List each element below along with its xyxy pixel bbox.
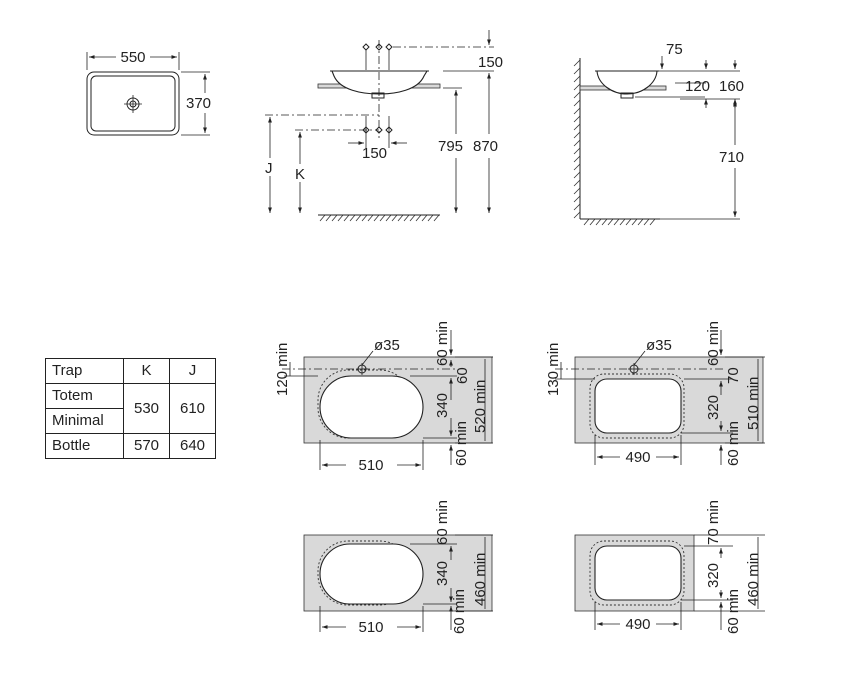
side-120-label: 120 <box>685 78 710 95</box>
cutout-b-width-label: 490 <box>625 449 650 466</box>
side-75-label: 75 <box>666 41 683 58</box>
trap-k: 570 <box>123 433 170 459</box>
cutout-a-60top-label: 60 min <box>434 321 451 366</box>
cutout-b-130-label: 130 min <box>545 343 562 396</box>
cutout-c-60top-label: 60 min <box>434 500 451 545</box>
top-view: 550 370 <box>86 49 211 136</box>
header-trap: Trap <box>45 358 124 384</box>
cutout-d-width-label: 490 <box>625 616 650 633</box>
table-row: Totem 530 610 <box>45 383 216 434</box>
front-k-label: K <box>295 166 305 183</box>
front-j-label: J <box>265 160 273 177</box>
cutout-b-70-label: 70 <box>725 367 742 384</box>
header-k: K <box>123 358 170 384</box>
table-row: Minimal <box>45 408 216 434</box>
cutout-c-460-label: 460 min <box>472 553 489 606</box>
cutout-c-340-label: 340 <box>434 561 451 586</box>
tap-marks-top <box>362 43 393 51</box>
trap-j: 610 <box>169 383 216 434</box>
cutout-c-60bot-label: 60 min <box>451 589 468 634</box>
cutout-b-60bot-label: 60 min <box>725 421 742 466</box>
basin-side <box>596 70 658 95</box>
basin-outline-outer <box>86 71 180 136</box>
table-header-row: Trap K J <box>45 358 216 384</box>
trap-j: 640 <box>169 433 216 459</box>
trap-name: Minimal <box>45 408 124 434</box>
floor-hatch <box>319 214 440 222</box>
top-depth-label: 370 <box>186 95 211 112</box>
side-view: 75 120 160 710 <box>573 41 744 226</box>
cutout-a-60bot-label: 60 min <box>453 421 470 466</box>
cutout-d-320-label: 320 <box>705 563 722 588</box>
cutout-c: 60 min 340 460 min 60 min 510 <box>303 500 493 636</box>
side-710-label: 710 <box>719 149 744 166</box>
cutout-b-hole-label: ø35 <box>646 337 672 354</box>
cutout-d-70top-label: 70 min <box>705 500 722 545</box>
cutout-a-60-label: 60 <box>454 367 471 384</box>
basin-front <box>331 70 428 95</box>
cutout-a-120-label: 120 min <box>274 343 291 396</box>
side-160-label: 160 <box>719 78 744 95</box>
cutout-a-340-label: 340 <box>434 393 451 418</box>
front-150-top-label: 150 <box>478 54 503 71</box>
cutout-d-60bot-label: 60 min <box>725 589 742 634</box>
cutout-d: 70 min 320 460 min 60 min 490 <box>574 500 765 634</box>
cutout-a-width-label: 510 <box>358 457 383 474</box>
cutout-a-520-label: 520 min <box>472 380 489 433</box>
cutout-c-width-label: 510 <box>358 619 383 636</box>
cutout-b-320-label: 320 <box>705 395 722 420</box>
trap-table: Trap K J Totem 530 610 Minimal Bottle 57… <box>45 358 216 459</box>
cutout-a-hole-label: ø35 <box>374 337 400 354</box>
trap-k: 530 <box>123 383 170 434</box>
basin-outline-inner <box>90 75 176 132</box>
cutout-b: ø35 130 min 60 min 70 320 510 min 60 min… <box>545 321 765 466</box>
cutout-d-460-label: 460 min <box>745 553 762 606</box>
wall-hatch <box>573 59 581 219</box>
front-150-bottom-label: 150 <box>362 145 387 162</box>
front-795-label: 795 <box>438 138 463 155</box>
front-870-label: 870 <box>473 138 498 155</box>
cutout-b-60top-label: 60 min <box>705 321 722 366</box>
cutout-a: ø35 120 min 60 min 60 340 520 min 60 min… <box>274 321 493 474</box>
trap-name: Bottle <box>45 433 124 459</box>
cutout-b-510-label: 510 min <box>745 377 762 430</box>
top-width-label: 550 <box>120 49 145 66</box>
trap-name: Totem <box>45 383 124 409</box>
table-row: Bottle 570 640 <box>45 433 216 459</box>
front-view: 150 150 795 870 J K <box>265 30 503 222</box>
header-j: J <box>169 358 216 384</box>
